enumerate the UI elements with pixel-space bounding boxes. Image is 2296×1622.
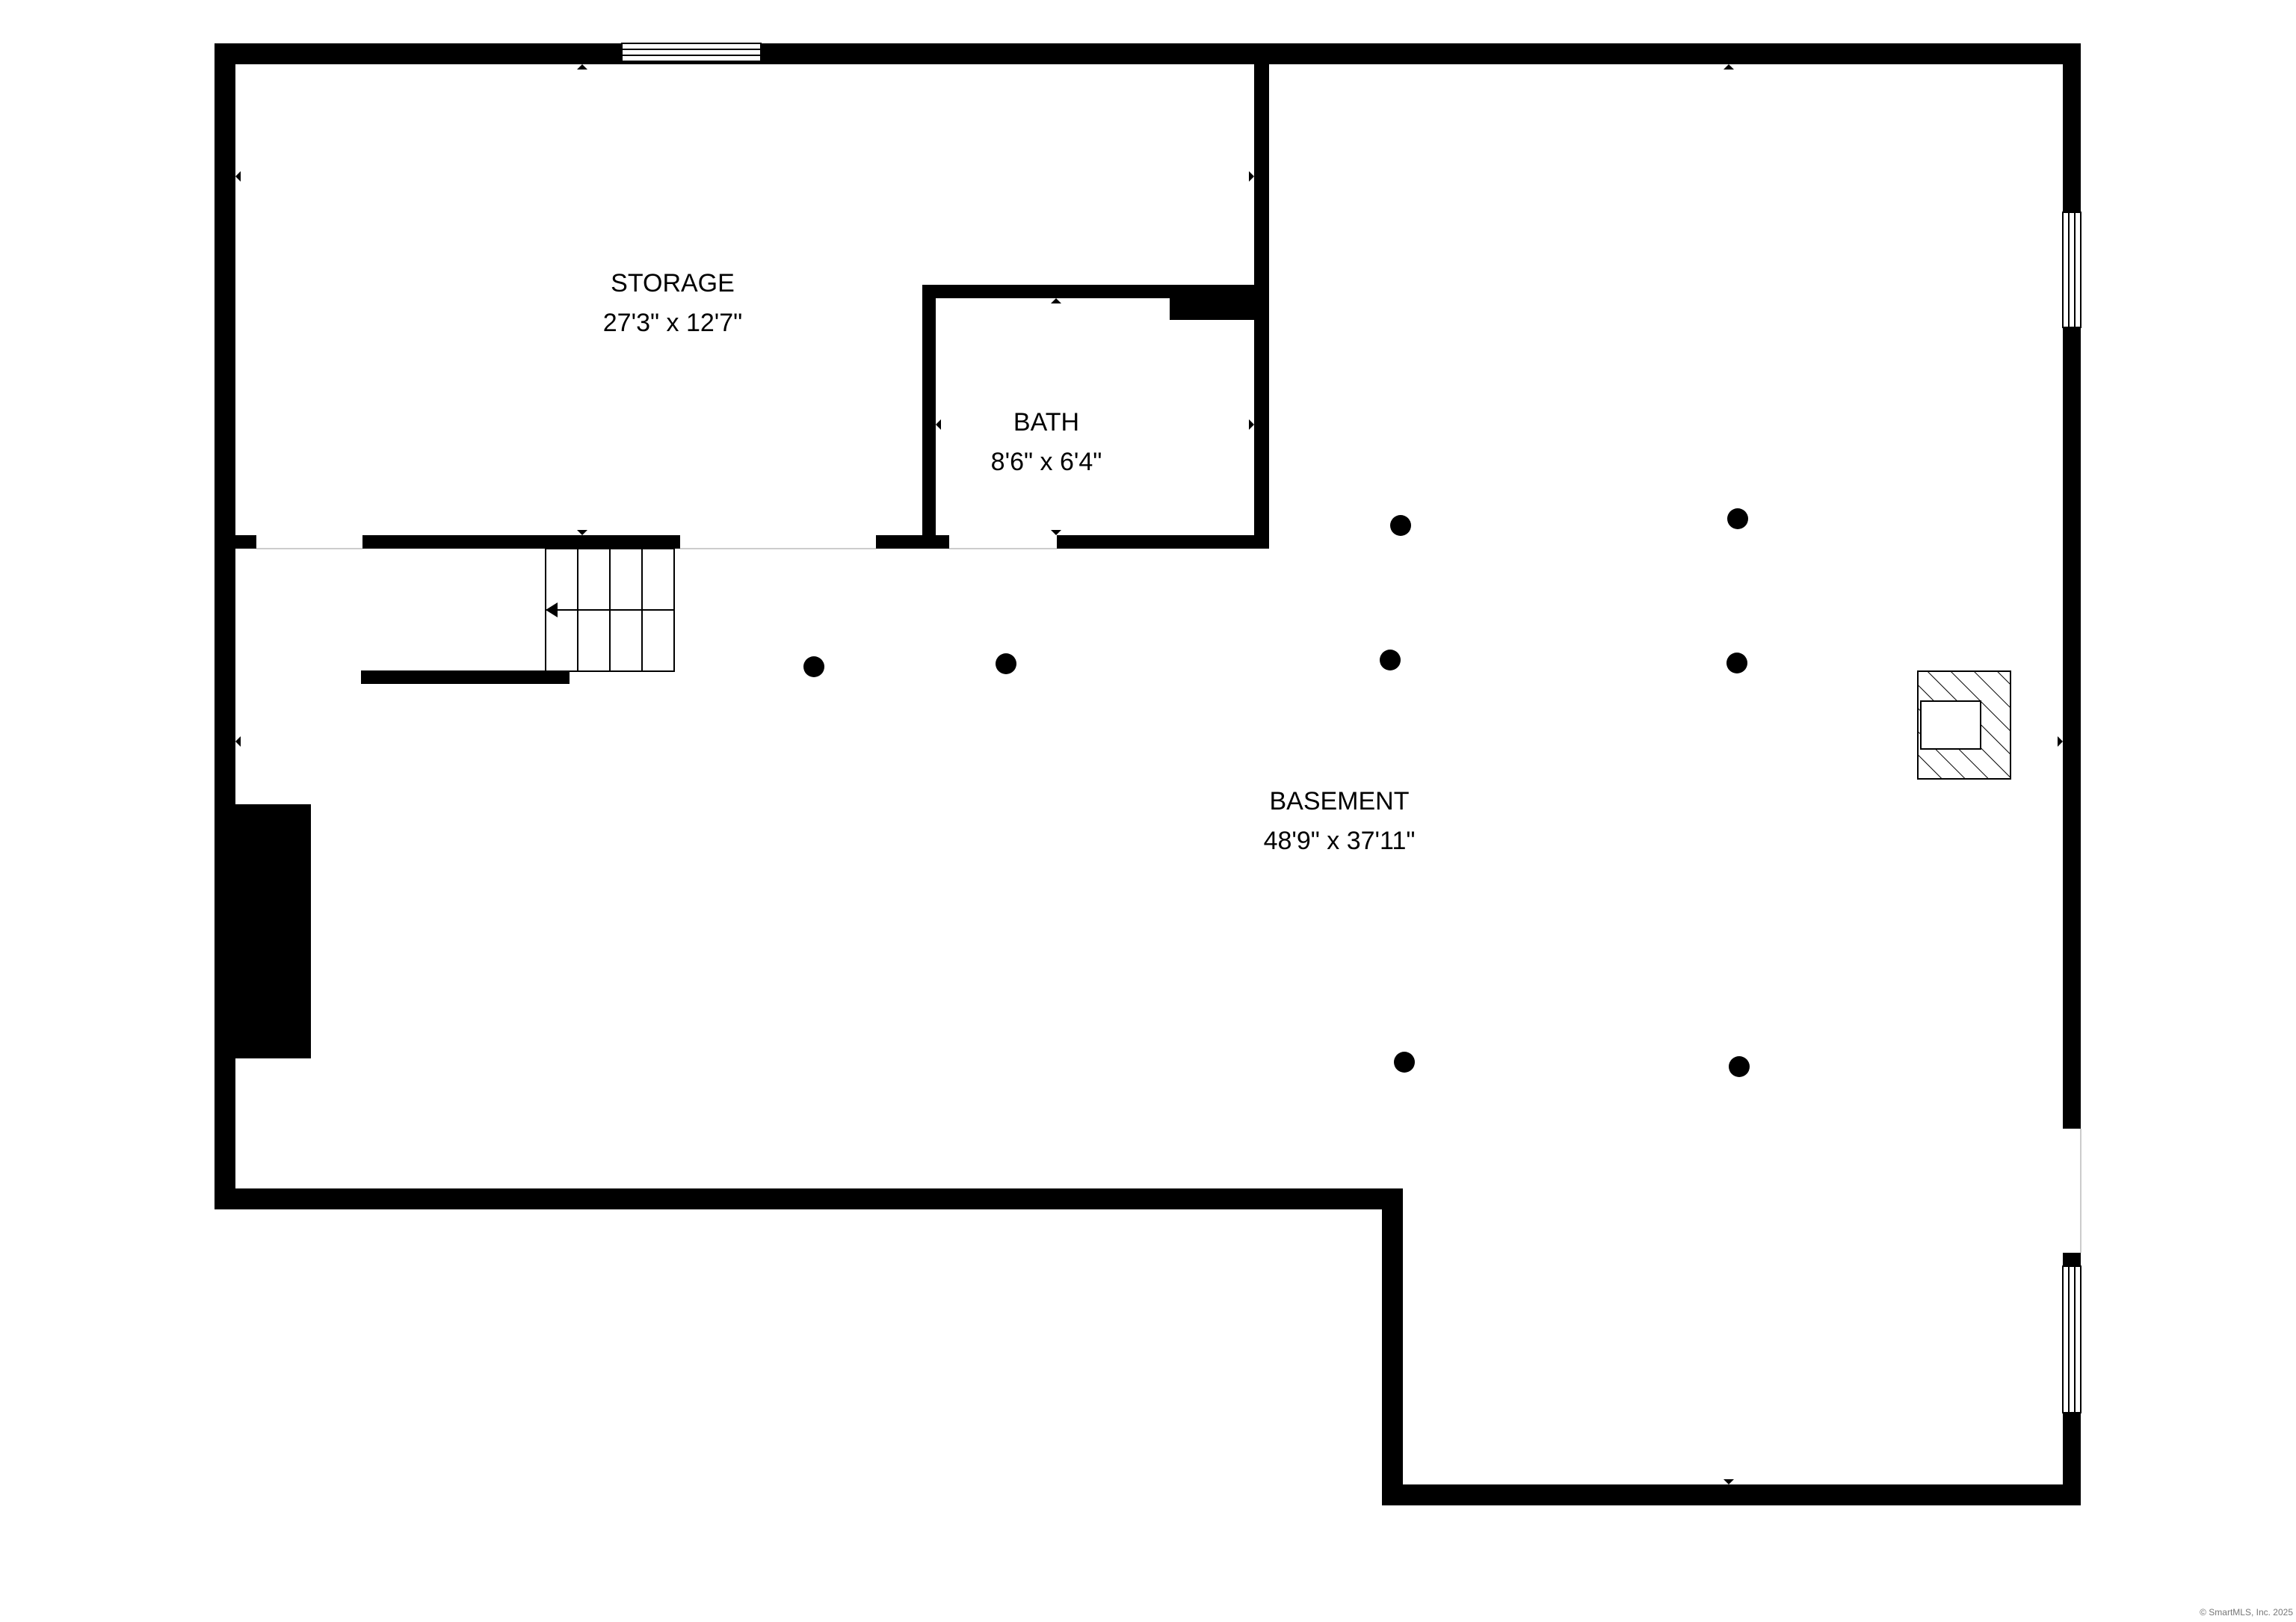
wall-top [215, 43, 2081, 64]
dimension-tick-icon [1249, 419, 1254, 430]
windows [621, 43, 2081, 1413]
storage-block-left [215, 804, 311, 1058]
dimension-tick-icon [577, 530, 587, 535]
wall-bottom-right [1382, 1484, 2081, 1505]
wall-storage-bottom-1 [235, 535, 256, 549]
bath-fixture [1170, 285, 1269, 320]
window-icon [2062, 212, 2081, 328]
wall-bath-left [922, 285, 936, 549]
dimension-tick-icon [1051, 530, 1061, 535]
interior-walls [215, 43, 1269, 1058]
wall-storage-bottom-2 [362, 535, 680, 549]
stairs-icon [545, 548, 675, 672]
copyright-credit: © SmartMLS, Inc. 2025 [2200, 1607, 2293, 1618]
dimension-tick-icon [235, 171, 241, 182]
room-dimensions: 48'9" x 37'11" [1264, 827, 1416, 855]
dimension-tick-icon [1723, 1479, 1734, 1484]
wall-right-4 [2063, 1413, 2081, 1505]
support-post-icon [1390, 515, 1411, 536]
dimension-tick-icon [1051, 298, 1061, 303]
wall-right-2 [2063, 327, 2081, 1129]
support-posts [803, 508, 1750, 1077]
wall-bath-bottom [1057, 535, 1269, 549]
room-name: BASEMENT [1269, 787, 1409, 815]
window-icon [621, 43, 762, 62]
support-post-icon [803, 656, 824, 677]
window-icon [2062, 1265, 2081, 1413]
dimension-ticks [235, 64, 2063, 1484]
support-post-icon [1394, 1052, 1415, 1073]
room-dimensions: 27'3" x 12'7" [603, 309, 742, 337]
wall-right-1 [2063, 43, 2081, 212]
room-dimensions: 8'6" x 6'4" [991, 448, 1102, 476]
room-label-bath: BATH 8'6" x 6'4" [991, 408, 1102, 476]
room-name: BATH [1013, 408, 1079, 437]
room-label-basement: BASEMENT 48'9" x 37'11" [1264, 787, 1416, 855]
support-post-icon [1729, 1056, 1750, 1077]
support-post-icon [1727, 508, 1748, 529]
dimension-tick-icon [936, 419, 941, 430]
door-openings [256, 548, 2081, 1253]
dimension-tick-icon [235, 736, 241, 747]
dimension-tick-icon [2058, 736, 2063, 747]
support-post-icon [1380, 650, 1401, 670]
dimension-tick-icon [1723, 64, 1734, 70]
chimney-icon [1917, 670, 2011, 780]
wall-right-3 [2063, 1253, 2081, 1266]
wall-storage-bottom-3 [876, 535, 949, 549]
support-post-icon [996, 653, 1016, 674]
wall-bottom-left [215, 1188, 1403, 1209]
exterior-walls [215, 43, 2081, 1505]
support-post-icon [1726, 653, 1747, 673]
wall-stair-bottom [361, 670, 570, 684]
dimension-tick-icon [577, 64, 587, 70]
dimension-tick-icon [1249, 171, 1254, 182]
room-name: STORAGE [611, 269, 735, 297]
room-label-storage: STORAGE 27'3" x 12'7" [603, 269, 742, 337]
wall-step [1382, 1188, 1403, 1505]
